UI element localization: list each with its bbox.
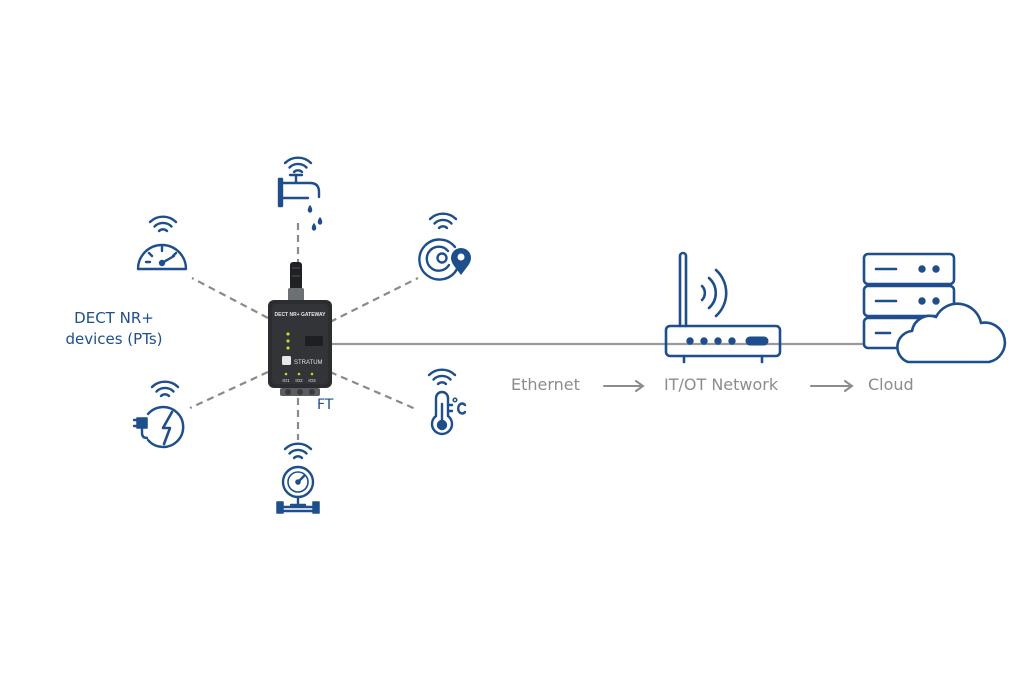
pt-devices-label: DECT NR+ devices (PTs) <box>65 309 163 348</box>
ft-label: FT <box>317 397 334 413</box>
gateway-port-label: IO2 <box>295 378 303 383</box>
dect-gateway-device: DECT NR+ GATEWAY STRATUM IO1 IO2 IO3 <box>268 262 332 396</box>
location-tracker-icon <box>418 212 471 281</box>
server-cloud-icon <box>862 252 1007 364</box>
pressure-gauge-icon <box>276 442 320 514</box>
gateway-port-label: IO1 <box>282 378 290 383</box>
gateway-title: DECT NR+ GATEWAY <box>275 312 327 318</box>
link-speedometer <box>191 277 269 319</box>
arrow-right-icon <box>810 380 854 392</box>
network-label: IT/OT Network <box>664 375 779 394</box>
ev-charging-icon <box>132 380 185 449</box>
wifi-router-icon <box>664 251 782 364</box>
link-tracker <box>329 277 419 323</box>
link-thermometer <box>329 370 419 412</box>
speedometer-icon <box>136 215 188 271</box>
thermometer-icon <box>427 368 467 436</box>
cloud-label: Cloud <box>868 375 914 394</box>
gateway-brand: STRATUM <box>294 360 323 366</box>
water-tap-icon <box>277 156 323 231</box>
link-ev <box>189 371 269 409</box>
ethernet-label: Ethernet <box>511 375 580 394</box>
pt-connections <box>189 222 419 440</box>
arrow-right-icon <box>603 380 645 392</box>
stratum-logo <box>282 356 291 365</box>
gateway-port-label: IO3 <box>308 378 316 383</box>
flow-arrows <box>603 380 854 392</box>
